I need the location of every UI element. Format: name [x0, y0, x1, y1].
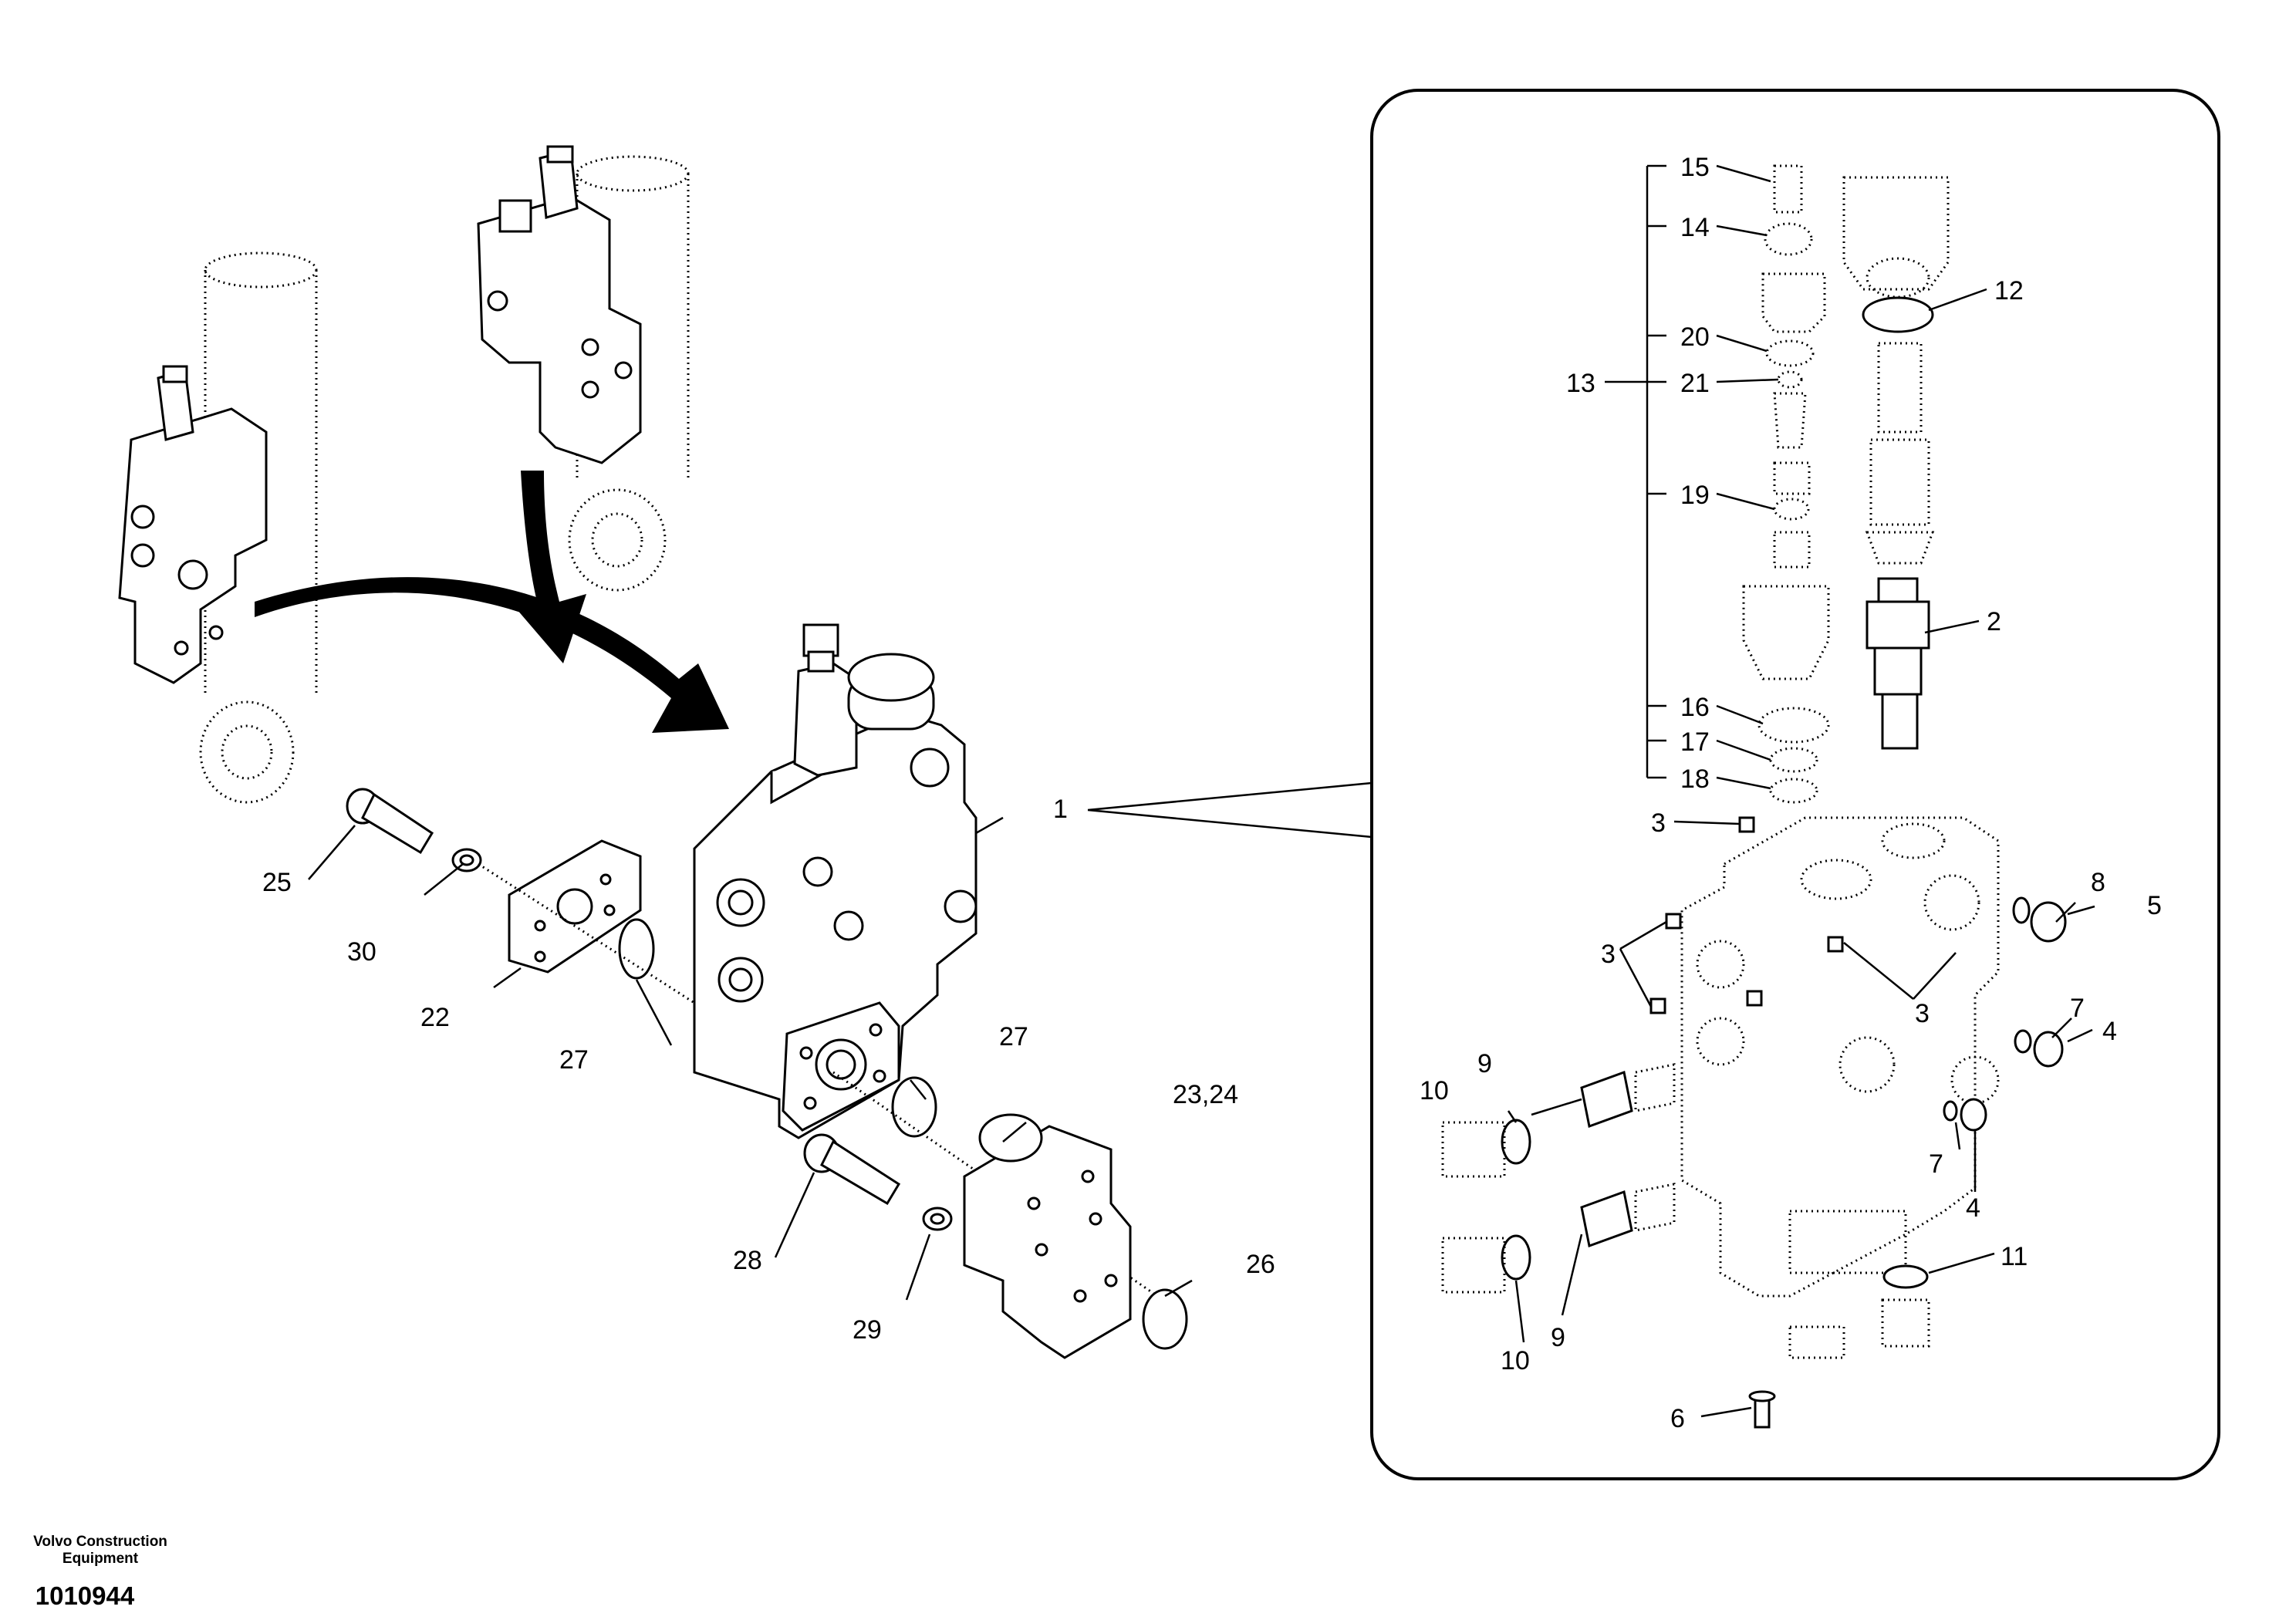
small-valve-right: [477, 145, 642, 464]
document-number: 1010944: [35, 1581, 135, 1610]
detail-parts: [1441, 164, 2067, 1429]
callout-labels: 1 25 30 22 27 27 23,24 28 29 26 15 14 12…: [262, 153, 2162, 1433]
curved-arrow-left: [255, 577, 729, 733]
callout-16: 16: [1680, 693, 1710, 722]
callout-5: 5: [2147, 891, 2162, 920]
callout-2: 2: [1987, 607, 2001, 636]
callout-10a: 10: [1420, 1076, 1449, 1105]
callout-30: 30: [347, 937, 376, 967]
callout-1: 1: [1053, 795, 1068, 824]
callout-21: 21: [1680, 369, 1710, 398]
callout-3b: 3: [1601, 940, 1616, 969]
callout-28: 28: [733, 1246, 762, 1275]
callout-4a: 4: [2102, 1017, 2117, 1046]
leader-lines: [1507, 164, 2095, 1418]
callout-7a: 7: [2070, 994, 2085, 1023]
main-valve-block: [693, 623, 977, 1139]
callout-29: 29: [853, 1315, 882, 1345]
curved-arrow-right: [517, 471, 586, 663]
o-ring-26: [1142, 1288, 1188, 1350]
callout-25: 25: [262, 868, 292, 897]
callout-11: 11: [2001, 1242, 2028, 1271]
callout-13: 13: [1566, 369, 1595, 398]
callout-23-24: 23,24: [1173, 1080, 1238, 1109]
callout-3a: 3: [1651, 808, 1666, 838]
bolt-25: [346, 788, 434, 855]
callout-14: 14: [1680, 213, 1710, 242]
washer-29: [922, 1207, 953, 1231]
callout-15: 15: [1680, 153, 1710, 182]
callout-19: 19: [1680, 481, 1710, 510]
footer-brand-line2: Equipment: [62, 1551, 139, 1567]
callout-27b: 27: [999, 1022, 1028, 1051]
callout-22: 22: [420, 1003, 450, 1032]
callout-9a: 9: [1477, 1049, 1492, 1078]
flange-plate-22: [508, 839, 642, 974]
callout-8: 8: [2091, 868, 2105, 897]
footer-brand-line1: Volvo Construction: [33, 1534, 167, 1550]
bolt-28: [803, 1133, 901, 1206]
callout-18: 18: [1680, 764, 1710, 794]
o-ring-27a: [618, 918, 655, 980]
o-ring-27b: [891, 1076, 937, 1138]
leader-lines-left: [308, 816, 1193, 1301]
callout-20: 20: [1680, 322, 1710, 352]
callout-9b: 9: [1551, 1323, 1565, 1352]
footer-brand: Volvo Construction Equipment: [0, 1534, 201, 1568]
detail-view-frame: [1370, 89, 2220, 1480]
bracket-13: [1605, 164, 1666, 779]
callout-26: 26: [1246, 1250, 1275, 1279]
small-valve-left: [118, 365, 268, 684]
callout-6: 6: [1670, 1404, 1685, 1433]
callout-3c: 3: [1915, 999, 1930, 1028]
cover-23-24: [963, 1113, 1132, 1359]
callout-17: 17: [1680, 727, 1710, 757]
callout-27a: 27: [559, 1045, 589, 1075]
callout-12: 12: [1994, 276, 2024, 305]
callout-7b: 7: [1929, 1149, 1943, 1179]
callout-4b: 4: [1966, 1193, 1980, 1223]
callout-10b: 10: [1501, 1346, 1530, 1375]
